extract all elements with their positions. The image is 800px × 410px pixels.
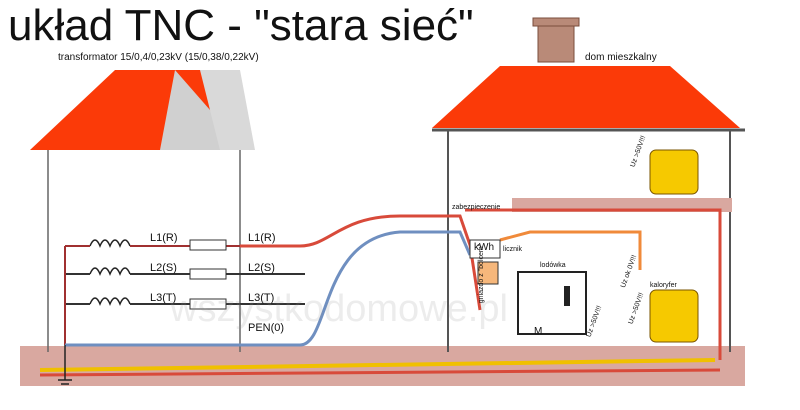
phase-left-l2: L2(S)	[150, 262, 177, 274]
motor-label: M	[534, 326, 543, 337]
house-caption: dom mieszkalny	[585, 52, 657, 63]
phase-right-l3: L3(T)	[248, 292, 275, 304]
watermark: wszystkodomowe.pl	[170, 288, 508, 330]
page-title: układ TNC - "stara sieć"	[8, 1, 474, 50]
fuse-label: zabezpieczenie	[452, 204, 501, 211]
transformer-building	[30, 70, 255, 352]
house-building	[432, 17, 745, 352]
transformer-coils	[89, 239, 131, 306]
radiator-label: kaloryfer	[650, 282, 677, 289]
socket	[477, 261, 499, 285]
fridge-label: lodówka	[540, 262, 566, 269]
phase-left-l3: L3(T)	[150, 292, 177, 304]
fridge	[517, 271, 587, 335]
meter-label: licznik	[503, 246, 523, 253]
phase-left-l1: L1(R)	[150, 232, 178, 244]
radiator-top	[649, 149, 699, 195]
meter-unit: kWh	[474, 242, 494, 253]
meter-box	[469, 239, 501, 259]
phase-right-pen: PEN(0)	[248, 322, 285, 334]
phase-right-l1: L1(R)	[248, 232, 276, 244]
transformer-caption: transformator 15/0,4/0,23kV (15/0,38/0,2…	[58, 52, 259, 63]
phase-wires	[39, 208, 722, 385]
radiator-bottom	[649, 289, 699, 343]
phase-right-l2: L2(S)	[248, 262, 275, 274]
